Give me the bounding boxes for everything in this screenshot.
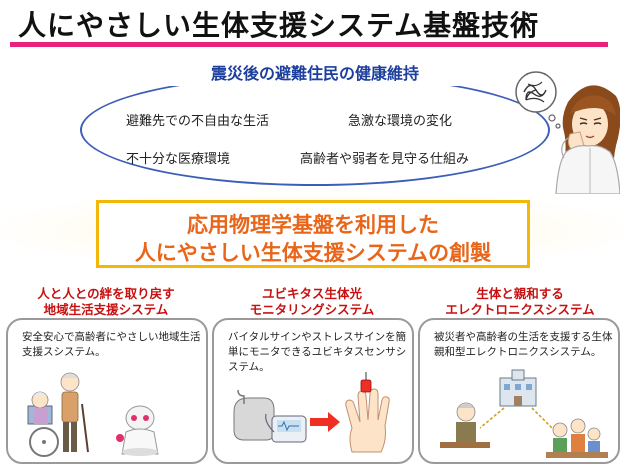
card-description: 被災者や高齢者の生活を支援する生体親和型エレクトロニクスシステム。 xyxy=(434,331,613,358)
goal-box: 応用物理学基盤を利用した 人にやさしい生体支援システムの創製 xyxy=(96,200,530,268)
title-underline xyxy=(10,42,608,47)
column-title-monitoring: ユビキタス生体光 モニタリングシステム xyxy=(249,286,375,317)
column-title-electronics: 生体と親和する エレクトロニクスシステム xyxy=(445,286,595,317)
goal-line-1: 応用物理学基盤を利用した xyxy=(187,213,439,237)
problem-ellipse xyxy=(80,74,550,186)
card-community-support: 安全安心で高齢者にやさしい地域生活支援スシステム。 xyxy=(6,318,208,464)
vital-sensor-illustration xyxy=(233,372,390,453)
card-ubiquitous-monitoring: バイタルサインやストレスサインを簡単にモニタできるユビキタスセンサシステム。 xyxy=(212,318,414,464)
issue-item: 急激な環境の変化 xyxy=(348,114,453,129)
issue-item: 避難先での不自由な生活 xyxy=(126,114,270,129)
card-description: バイタルサインやストレスサインを簡単にモニタできるユビキタスセンサシステム。 xyxy=(228,331,407,373)
card-bio-electronics: 被災者や高齢者の生活を支援する生体親和型エレクトロニクスシステム。 xyxy=(418,318,620,464)
elderly-care-robot-illustration xyxy=(27,372,159,457)
column-title-community: 人と人との絆を取り戻す 地域生活支援システム xyxy=(37,286,175,317)
card-description: 安全安心で高齢者にやさしい地域生活支援スシステム。 xyxy=(22,331,201,358)
community-support-illustration xyxy=(440,369,608,458)
tangled-thought-icon xyxy=(515,71,561,129)
goal-line-2: 人にやさしい生体支援システムの創製 xyxy=(134,241,492,265)
issue-item: 高齢者や弱者を見守る仕組み xyxy=(300,152,470,167)
issue-item: 不十分な医療環境 xyxy=(126,152,231,167)
worried-woman-icon xyxy=(515,71,620,194)
problem-title: 震災後の避難住民の健康維持 xyxy=(155,62,475,86)
page-title: 人にやさしい生体支援システム基盤技術 xyxy=(18,9,540,42)
